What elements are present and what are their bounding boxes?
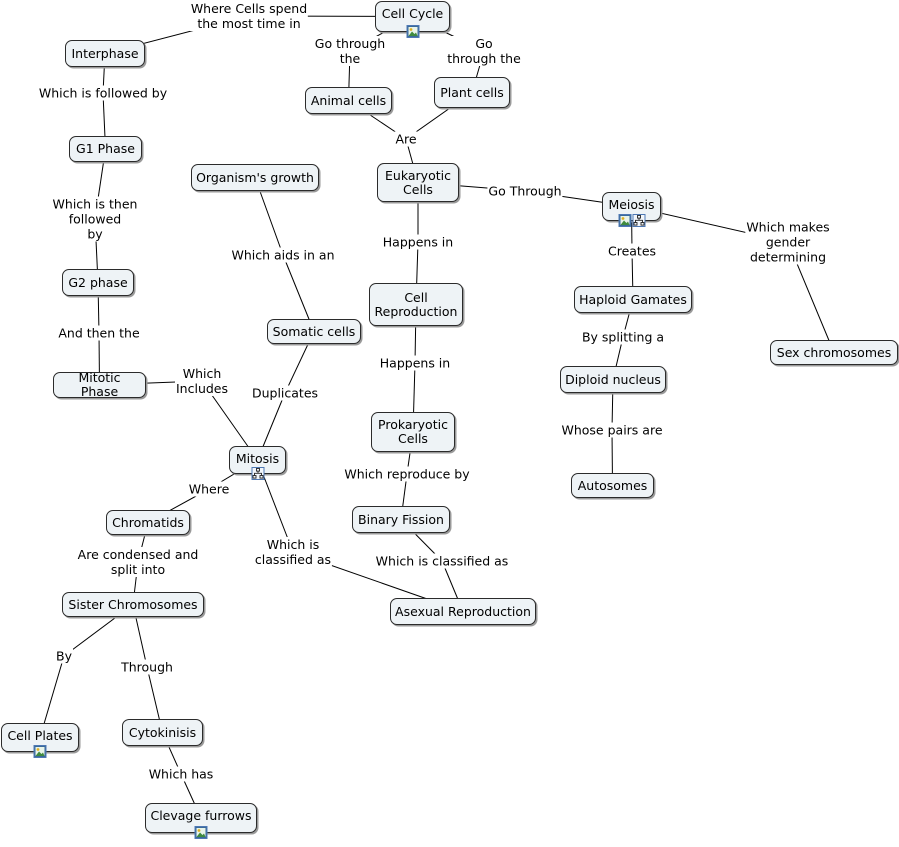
linking-phrase-and-then: And then the: [57, 325, 141, 341]
linking-phrase-happens-in-1: Happens in: [381, 234, 455, 250]
image-icon[interactable]: [618, 214, 631, 227]
concept-asexual[interactable]: Asexual Reproduction: [390, 598, 536, 625]
linking-phrase-aids: Which aids in an: [230, 247, 336, 263]
linking-phrase-which-has: Which has: [147, 766, 215, 782]
resource-icons: [33, 745, 47, 758]
concept-cell-cycle[interactable]: Cell Cycle: [375, 1, 450, 38]
concept-text: Prokaryotic Cells: [378, 417, 448, 446]
concept-text: Somatic cells: [272, 323, 356, 339]
concept-text: Clevage furrows: [150, 808, 252, 823]
concept-text: Mitosis: [235, 451, 280, 466]
concept-meiosis[interactable]: Meiosis: [602, 192, 661, 227]
concept-text: Sex chromosomes: [776, 344, 892, 360]
resource-icons: [194, 826, 208, 839]
linking-phrase-are: Are: [394, 131, 418, 147]
concept-cytokinesis[interactable]: Cytokinisis: [122, 719, 203, 746]
concept-cell-plates[interactable]: Cell Plates: [1, 723, 79, 758]
concept-sister-chromosomes[interactable]: Sister Chromosomes: [62, 592, 204, 617]
concept-text: Cell Cycle: [381, 6, 444, 21]
linking-phrase-where: Where: [187, 481, 231, 497]
concept-cell-reproduction[interactable]: Cell Reproduction: [369, 283, 463, 326]
linking-phrase-through: Through: [120, 659, 174, 675]
image-icon[interactable]: [194, 826, 208, 839]
concept-text: Diploid nucleus: [565, 371, 661, 387]
concept-text: Cytokinisis: [128, 724, 197, 740]
concept-haploid[interactable]: Haploid Gamates: [574, 286, 692, 313]
linking-phrase-by: By: [55, 648, 73, 664]
concept-interphase[interactable]: Interphase: [65, 40, 145, 67]
concept-text: Asexual Reproduction: [395, 603, 531, 619]
resource-icons: [251, 467, 264, 480]
concept-text: Eukaryotic Cells: [385, 167, 451, 197]
linking-phrase-happens-in-2: Happens in: [378, 355, 452, 371]
linking-phrase-gender: Which makes gender determining: [745, 219, 831, 265]
linking-phrase-classified-2: Which is classified as: [374, 553, 510, 569]
linking-phrase-creates: Creates: [606, 243, 658, 259]
concept-text: Haploid Gamates: [579, 291, 687, 307]
concept-text: Organism's growth: [196, 169, 314, 185]
concept-text: Chromatids: [112, 514, 184, 530]
concept-text: Plant cells: [440, 84, 504, 100]
concept-text: Interphase: [71, 45, 139, 61]
concept-text: Autosomes: [577, 477, 648, 493]
concept-mitotic-phase[interactable]: Mitotic Phase: [53, 370, 146, 399]
linking-phrase-go-through-meiosis: Go Through: [487, 183, 563, 199]
concept-cleavage[interactable]: Clevage furrows: [145, 803, 257, 839]
concept-plant-cells[interactable]: Plant cells: [434, 77, 510, 108]
concept-text: Animal cells: [310, 92, 387, 108]
linking-phrase-followed-by: Which is followed by: [37, 85, 169, 101]
concept-organism-growth[interactable]: Organism's growth: [191, 164, 319, 191]
concept-text: G2 phase: [68, 274, 128, 290]
linking-phrase-then-followed: Which is then followed by: [51, 196, 139, 242]
linking-phrase-includes: Which Includes: [174, 366, 230, 396]
link-aids-to-somatic: [282, 254, 315, 332]
linking-phrase-classified-1: Which is classified as: [253, 537, 333, 567]
concept-animal-cells[interactable]: Animal cells: [305, 87, 392, 114]
linking-phrase-go-through-animal: Go through the: [313, 36, 387, 66]
linking-phrase-go-through-plant: Go through the: [446, 36, 522, 66]
concept-map-icon[interactable]: [632, 214, 645, 227]
concept-g2[interactable]: G2 phase: [62, 269, 134, 296]
concept-mitosis[interactable]: Mitosis: [229, 446, 286, 480]
concept-text: Cell Plates: [7, 728, 73, 743]
concept-text: G1 Phase: [76, 141, 135, 156]
concept-somatic[interactable]: Somatic cells: [267, 319, 361, 344]
concept-map-icon[interactable]: [251, 467, 264, 480]
concept-text: Binary Fission: [358, 511, 444, 527]
concept-chromatids[interactable]: Chromatids: [106, 510, 190, 535]
concept-text: Cell Reproduction: [374, 289, 458, 319]
concept-text: Mitotic Phase: [78, 370, 121, 399]
linking-phrase-reproduce-by: Which reproduce by: [343, 466, 471, 482]
concept-text: Sister Chromosomes: [68, 596, 198, 612]
linking-phrase-duplicates: Duplicates: [250, 385, 320, 401]
resource-icons: [618, 214, 645, 227]
linking-phrase-splitting: By splitting a: [580, 329, 666, 345]
concept-sex-chromosomes[interactable]: Sex chromosomes: [770, 340, 898, 365]
concept-autosomes[interactable]: Autosomes: [571, 473, 654, 498]
concept-binary-fission[interactable]: Binary Fission: [352, 506, 450, 533]
linking-phrase-condensed: Are condensed and split into: [76, 547, 200, 577]
linking-phrase-pairs: Whose pairs are: [560, 422, 664, 438]
image-icon[interactable]: [406, 25, 419, 38]
concept-eukaryotic[interactable]: Eukaryotic Cells: [377, 163, 459, 202]
concept-text: Meiosis: [608, 197, 655, 212]
image-icon[interactable]: [33, 745, 47, 758]
concept-prokaryotic[interactable]: Prokaryotic Cells: [371, 412, 455, 452]
concept-diploid[interactable]: Diploid nucleus: [560, 366, 666, 393]
concept-g1[interactable]: G1 Phase: [69, 136, 142, 162]
resource-icons: [406, 25, 419, 38]
linking-phrase-spend: Where Cells spend the most time in: [189, 1, 309, 31]
